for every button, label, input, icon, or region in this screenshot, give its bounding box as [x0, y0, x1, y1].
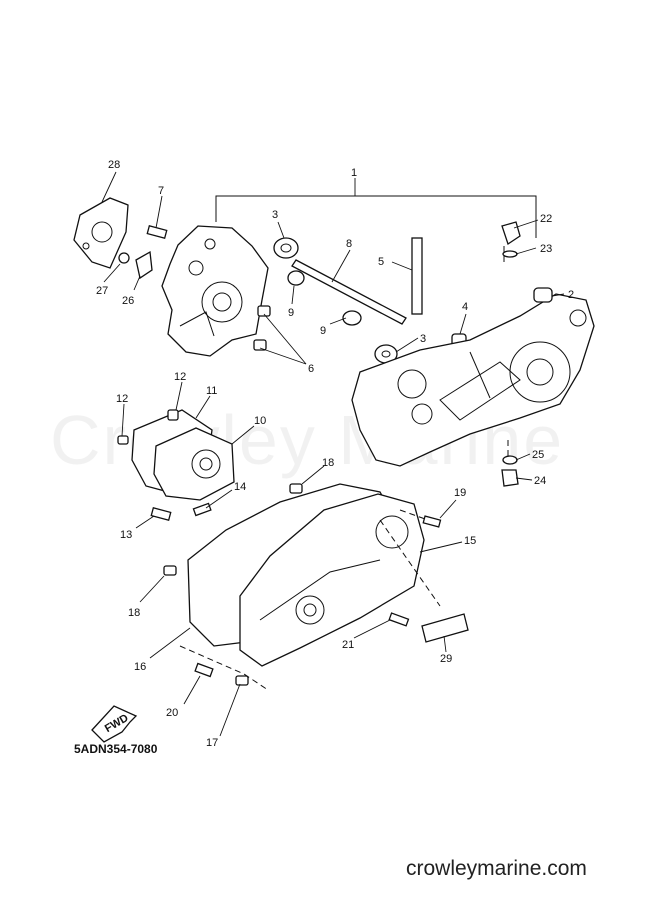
part-18-dowel-lower — [163, 565, 177, 576]
callout-13: 13 — [120, 529, 132, 541]
part-22-drain-bolt — [501, 221, 521, 246]
part-3-bearing-upper — [273, 237, 299, 259]
part-13-bolt — [150, 507, 172, 521]
callout-19: 19 — [454, 487, 466, 499]
callout-9-lower: 9 — [320, 325, 326, 337]
diagram-reference-code: 5ADN354-7080 — [74, 742, 158, 756]
part-29-label-plate — [421, 613, 469, 643]
part-27-nut — [118, 252, 130, 264]
part-15-crankcase-cover — [239, 493, 425, 667]
part-12-dowel-b — [117, 435, 129, 445]
part-9-seal-lower — [342, 310, 362, 326]
callout-27: 27 — [96, 285, 108, 297]
right-crankcase — [351, 293, 595, 467]
callout-28: 28 — [108, 159, 120, 171]
callout-2: 2 — [568, 289, 574, 301]
callout-12-upper: 12 — [174, 371, 186, 383]
part-19-bolt — [422, 515, 442, 528]
part-8-shaft — [291, 259, 407, 325]
part-24-drain-bolt — [501, 469, 519, 487]
callout-1: 1 — [351, 167, 357, 179]
part-26-clip — [135, 250, 153, 280]
site-footer-text: crowleymarine.com — [406, 857, 587, 880]
part-7-bolt — [146, 225, 168, 239]
fwd-arrow: FWD — [91, 705, 138, 743]
callout-17: 17 — [206, 737, 218, 749]
callout-21: 21 — [342, 639, 354, 651]
callout-5: 5 — [378, 256, 384, 268]
left-crankcase — [161, 225, 269, 357]
callout-6: 6 — [308, 363, 314, 375]
part-25-washer — [502, 455, 518, 465]
callout-12-lower: 12 — [116, 393, 128, 405]
callout-15: 15 — [464, 535, 476, 547]
part-5-pin — [411, 237, 423, 315]
callout-14: 14 — [234, 481, 246, 493]
alignment-lines — [179, 246, 509, 691]
callout-3-upper: 3 — [272, 209, 278, 221]
part-10-cover — [153, 427, 235, 501]
callout-26: 26 — [122, 295, 134, 307]
part-9-seal-upper — [287, 270, 305, 286]
callout-20: 20 — [166, 707, 178, 719]
part-6-dowel-a — [257, 305, 271, 317]
part-18-dowel-upper — [289, 483, 303, 494]
part-6-dowel-b — [253, 339, 267, 351]
callout-7: 7 — [158, 185, 164, 197]
part-2-bushing — [533, 287, 553, 303]
part-17-dowel — [235, 675, 249, 686]
callout-25: 25 — [532, 449, 544, 461]
callout-16: 16 — [134, 661, 146, 673]
part-14-bolt — [192, 502, 212, 517]
part-21-bolt — [388, 612, 410, 627]
part-12-dowel-a — [167, 409, 179, 421]
callout-numbers: 1 2 3 3 4 5 6 7 8 9 9 10 11 12 12 13 14 … — [96, 159, 574, 749]
assembly-bracket-1 — [215, 195, 537, 238]
callout-10: 10 — [254, 415, 266, 427]
callout-23: 23 — [540, 243, 552, 255]
callout-24: 24 — [534, 475, 546, 487]
callout-11: 11 — [206, 385, 217, 397]
callout-4: 4 — [462, 301, 468, 313]
callout-9-upper: 9 — [288, 307, 294, 319]
part-23-washer — [502, 250, 518, 258]
callout-8: 8 — [346, 238, 352, 250]
callout-18-upper: 18 — [322, 457, 334, 469]
callout-3-lower: 3 — [420, 333, 426, 345]
leader-lines — [101, 171, 565, 737]
callout-29: 29 — [440, 653, 452, 665]
part-28-plate — [73, 197, 129, 269]
part-20-bolt — [194, 662, 214, 678]
callout-18-lower: 18 — [128, 607, 140, 619]
callout-22: 22 — [540, 213, 552, 225]
